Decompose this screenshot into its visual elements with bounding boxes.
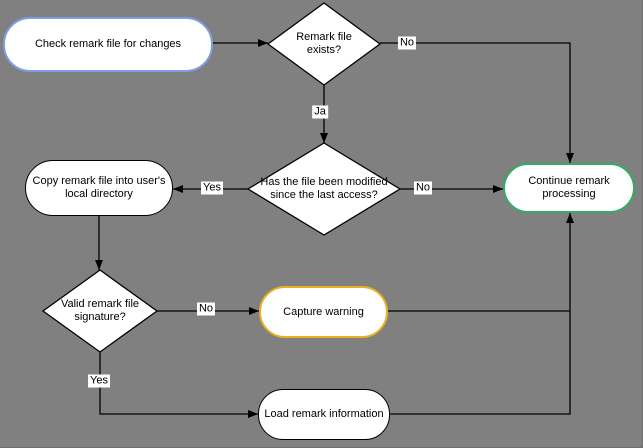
edge-label-modified-no: No: [413, 181, 433, 195]
decision-valid-signature: [41, 269, 159, 353]
edge-exists-no-to-continue-top: [380, 42, 574, 163]
node-capture-warning: Capture warning: [259, 286, 388, 338]
node-copy-remark-file: Copy remark file into user's local direc…: [25, 160, 173, 216]
node-load-remark-information-label: Load remark information: [264, 408, 384, 420]
edge-label-exists-no: No: [397, 36, 417, 50]
node-load-remark-information: Load remark information: [258, 389, 390, 440]
edge-label-valid-no: No: [196, 302, 216, 316]
edge-label-exists-ja: Ja: [312, 105, 328, 119]
edge-label-modified-yes: Yes: [201, 181, 223, 195]
edge-valid-yes-to-load: [99, 352, 258, 418]
node-capture-warning-label: Capture warning: [283, 305, 364, 318]
edge-label-valid-yes: Yes: [88, 374, 110, 388]
node-continue-processing-label: Continue remark processing: [528, 175, 610, 200]
node-check-remark-file: Check remark file for changes: [3, 17, 213, 72]
decision-remark-file-exists: [266, 2, 382, 86]
node-copy-remark-file-label: Copy remark file into user's local direc…: [32, 175, 166, 200]
node-check-remark-file-label: Check remark file for changes: [34, 38, 182, 50]
edge-load-to-continue-bottom: [390, 213, 574, 415]
node-continue-processing: Continue remark processing: [503, 163, 635, 213]
decision-file-modified: [246, 142, 402, 236]
